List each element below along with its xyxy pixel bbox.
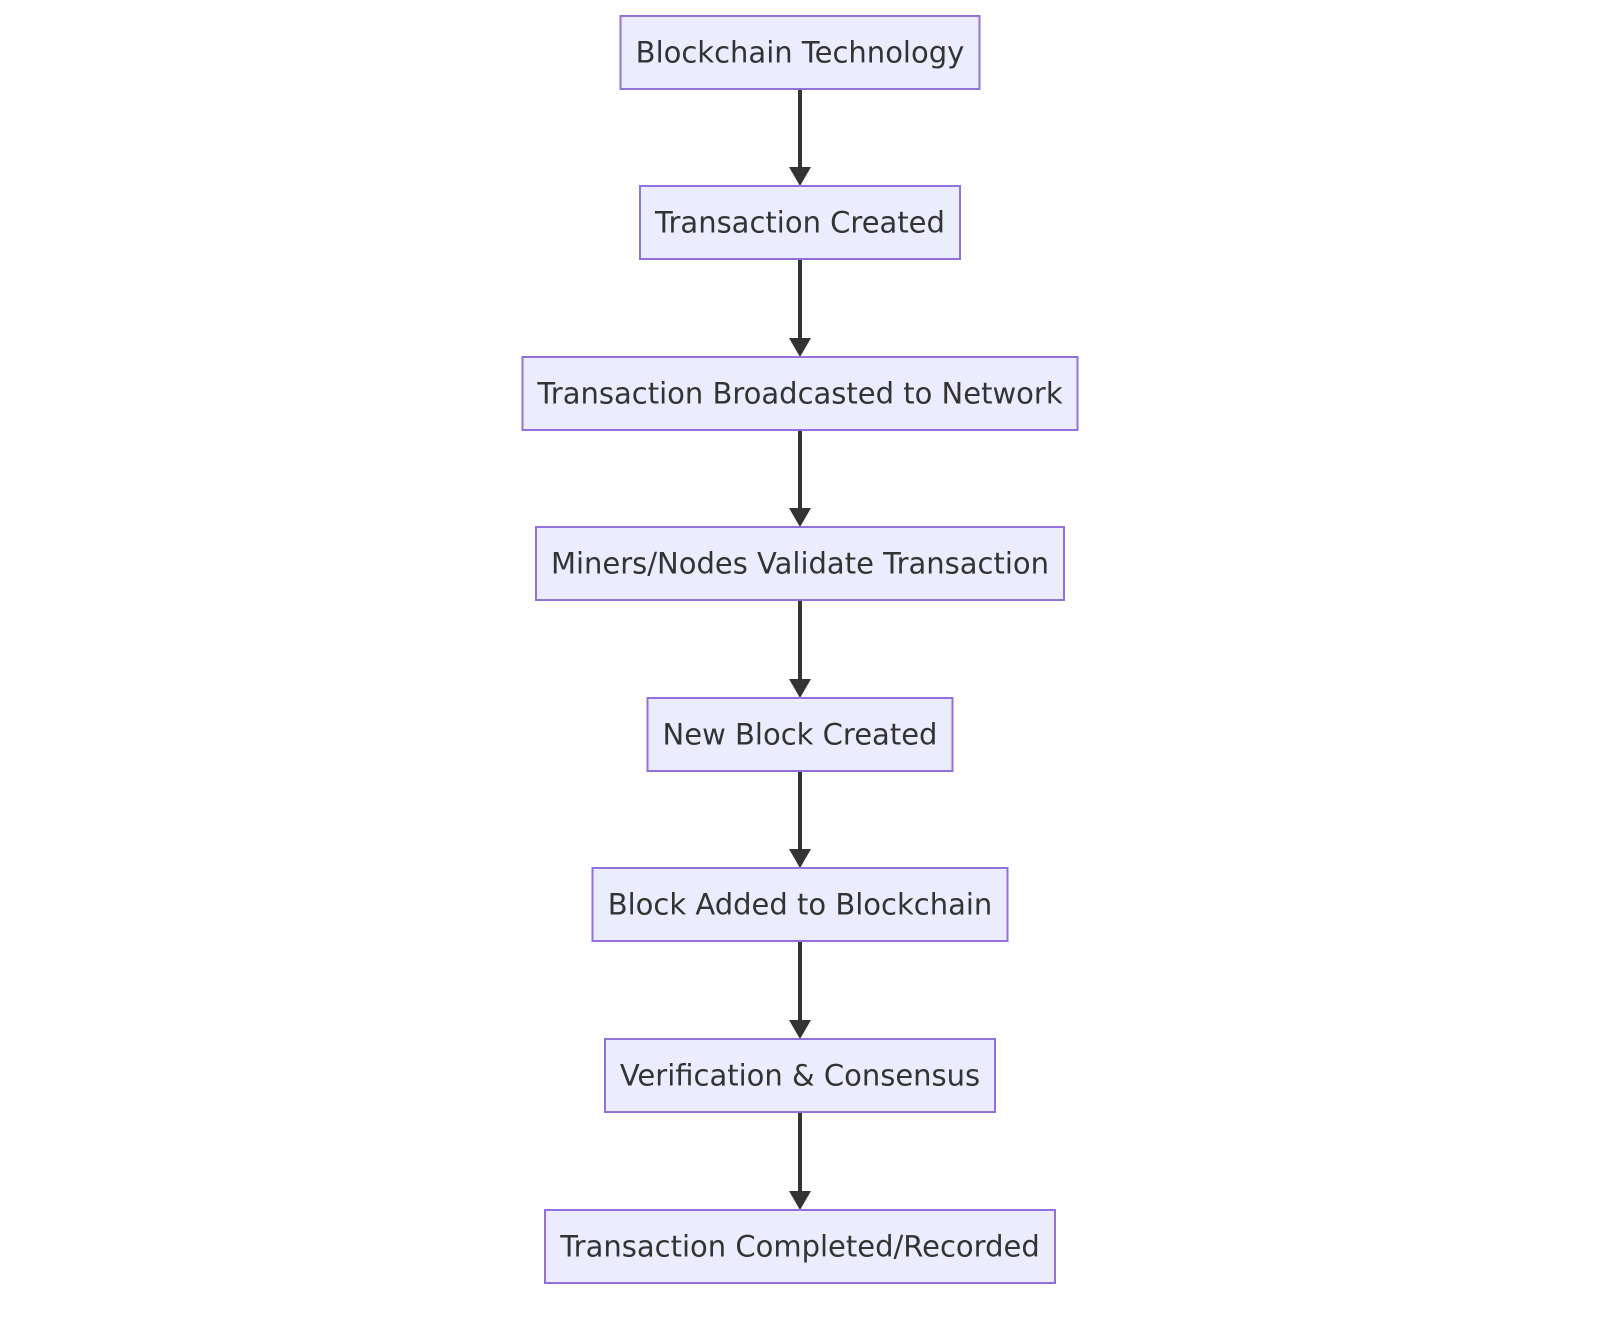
flow-edge-n6-n7 xyxy=(789,942,811,1039)
flow-node-label: Transaction Completed/Recorded xyxy=(559,1230,1040,1264)
flow-node-label: Verification & Consensus xyxy=(620,1059,980,1093)
flow-node-box xyxy=(591,867,1009,942)
arrow-down-icon xyxy=(789,1191,811,1210)
flow-node-label: New Block Created xyxy=(663,718,938,752)
flow-node-n7: Verification & Consensus xyxy=(604,1038,996,1113)
flow-node-n1: Blockchain Technology xyxy=(619,15,981,90)
flow-node-box xyxy=(521,356,1079,431)
flow-node-box xyxy=(639,185,961,260)
arrow-down-icon xyxy=(789,508,811,527)
flow-node-box xyxy=(619,15,981,90)
flow-edge-n1-n2 xyxy=(789,90,811,186)
flow-node-n8: Transaction Completed/Recorded xyxy=(544,1209,1056,1284)
flow-node-n4: Miners/Nodes Validate Transaction xyxy=(535,526,1065,601)
flow-node-label: Miners/Nodes Validate Transaction xyxy=(551,547,1049,581)
edges-layer xyxy=(789,90,811,1210)
flow-node-box xyxy=(604,1038,996,1113)
arrow-down-icon xyxy=(789,338,811,357)
flow-node-label: Blockchain Technology xyxy=(636,36,965,70)
arrow-down-icon xyxy=(789,1020,811,1039)
flow-edge-n4-n5 xyxy=(789,601,811,698)
flow-node-box xyxy=(544,1209,1056,1284)
flow-node-label: Transaction Broadcasted to Network xyxy=(536,377,1063,411)
flow-node-label: Block Added to Blockchain xyxy=(608,888,993,922)
flow-node-box xyxy=(535,526,1065,601)
flow-edge-n2-n3 xyxy=(789,260,811,357)
flow-edge-n3-n4 xyxy=(789,431,811,527)
flow-node-box xyxy=(646,697,954,772)
arrow-down-icon xyxy=(789,849,811,868)
arrow-down-icon xyxy=(789,167,811,186)
flow-node-n2: Transaction Created xyxy=(639,185,961,260)
flow-node-n6: Block Added to Blockchain xyxy=(591,867,1009,942)
flow-edge-n7-n8 xyxy=(789,1113,811,1210)
flow-node-n5: New Block Created xyxy=(646,697,954,772)
arrow-down-icon xyxy=(789,679,811,698)
flow-node-label: Transaction Created xyxy=(654,206,945,240)
flow-node-n3: Transaction Broadcasted to Network xyxy=(521,356,1079,431)
flow-edge-n5-n6 xyxy=(789,772,811,868)
